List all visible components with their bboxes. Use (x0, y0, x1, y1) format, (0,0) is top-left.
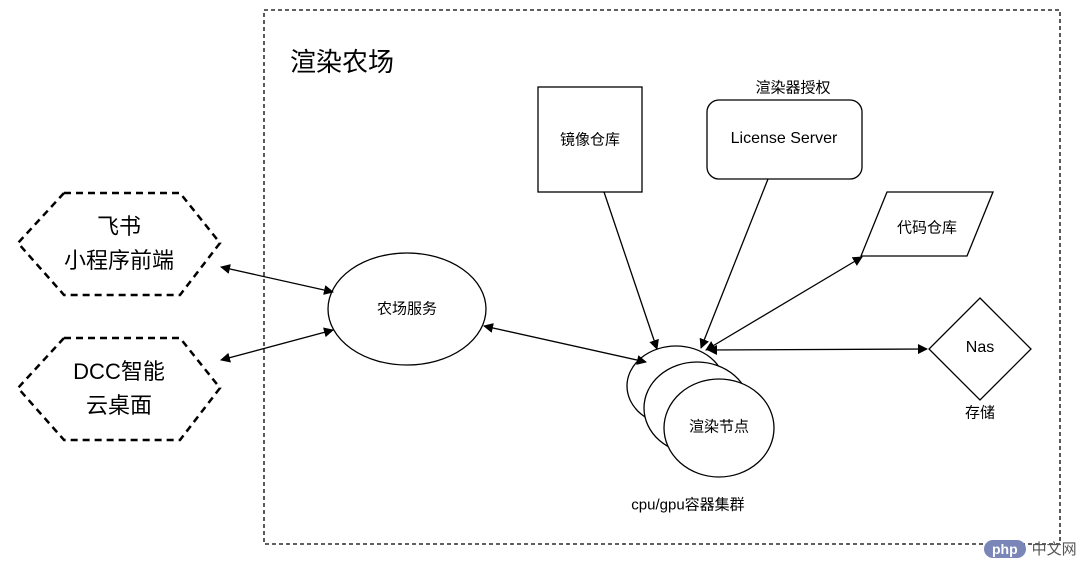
feishu-client-label: 飞书 小程序前端 (64, 210, 174, 278)
feishu-farm-connector (220, 264, 334, 295)
feishu-client-shape (16, 191, 222, 297)
nas-label: Nas (965, 339, 995, 356)
farm-render-connector (483, 323, 647, 365)
farm-service-label: 农场服务 (376, 300, 438, 318)
license-render-connector (699, 178, 769, 349)
image-repo-render-connector (603, 191, 659, 350)
cluster-caption: cpu/gpu容器集群 (631, 496, 745, 514)
watermark-text: 中文网 (1031, 541, 1077, 558)
dcc-farm-connector (220, 327, 334, 363)
code-repo-shape (860, 191, 994, 257)
nas-render-connector (707, 344, 928, 355)
dcc-client-label: DCC智能 云桌面 (73, 355, 165, 423)
watermark-logo: php (984, 539, 1026, 558)
nas-caption: 存储 (964, 404, 996, 422)
image-repo-label: 镜像仓库 (559, 131, 621, 149)
feishu-client-line2: 小程序前端 (63, 248, 175, 273)
render-farm-title: 渲染农场 (290, 47, 395, 77)
image-repo-shape (537, 86, 643, 193)
code-repo-render-connector (705, 256, 863, 351)
watermark: php 中文网 (984, 538, 1077, 559)
render-node-circle-front (663, 378, 775, 478)
dcc-client-shape (16, 336, 222, 442)
dcc-client-line1: DCC智能 (73, 359, 165, 384)
nas-shape (928, 297, 1032, 401)
farm-service-shape (327, 252, 487, 366)
license-caption: 渲染器授权 (755, 79, 831, 97)
license-server-shape (706, 99, 863, 180)
render-node-label: 渲染节点 (688, 418, 750, 436)
code-repo-label: 代码仓库 (896, 219, 958, 237)
license-server-label: License Server (730, 130, 838, 147)
feishu-client-line1: 飞书 (96, 214, 142, 239)
dcc-client-line2: 云桌面 (85, 393, 153, 418)
